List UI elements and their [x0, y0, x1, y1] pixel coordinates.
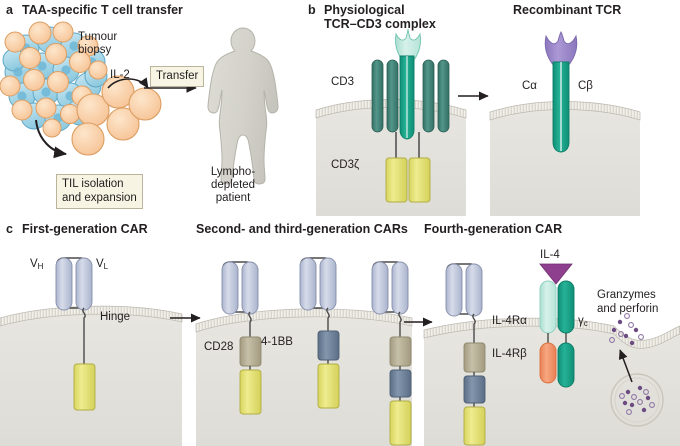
granzyme-release-arrow	[618, 349, 633, 383]
panel-c-title-second: Second- and third-generation CARs	[196, 222, 408, 236]
panel-c-title-fourth: Fourth-generation CAR	[424, 222, 563, 236]
panel-a-title: TAA-specific T cell transfer	[22, 3, 183, 17]
gamma-c-subscript: c	[583, 319, 588, 328]
vh-label: VH	[30, 258, 43, 273]
41bb-label: 4-1BB	[261, 336, 293, 348]
cd3-zeta-label: CD3ζ	[331, 159, 360, 171]
il2-arrow	[107, 77, 149, 89]
panel-c-title-first: First-generation CAR	[22, 222, 148, 236]
recombinant-tcr	[544, 30, 578, 153]
second-generation-car-41bb	[299, 257, 340, 409]
cd28-label: CD28	[204, 341, 234, 353]
il4-rbeta-label: IL-4Rβ	[492, 348, 527, 360]
first-generation-car	[55, 257, 96, 411]
second-generation-car-cd28	[221, 261, 262, 415]
hinge-label: Hinge	[100, 311, 131, 323]
il2-label: IL-2	[110, 69, 130, 81]
il4-label: IL-4	[540, 249, 560, 261]
tumour-biopsy-label: Tumour biopsy	[78, 31, 118, 56]
vl-text: V	[96, 258, 104, 270]
panel-a-letter: a	[6, 3, 13, 17]
c-beta-label: Cβ	[578, 80, 593, 92]
patient-silhouette	[207, 27, 279, 185]
granzymes-label: Granzymes and perforin	[597, 289, 659, 315]
vl-subscript: L	[103, 262, 109, 271]
panel-b-title-left: Physiological TCR–CD3 complex	[324, 3, 436, 31]
third-generation-car	[371, 261, 412, 446]
til-isolation-box-label: TIL isolation and expansion	[56, 174, 143, 209]
granzyme-vesicle	[609, 313, 664, 427]
il4-receptor-complex	[539, 263, 575, 388]
vh-text: V	[30, 258, 38, 270]
tumour-biopsy-cluster	[0, 21, 108, 138]
patient-label: Lympho- depleted patient	[210, 166, 256, 204]
biopsy-arrow	[35, 119, 67, 159]
gamma-c-text: γ	[578, 315, 584, 327]
cd3-label: CD3	[331, 76, 355, 88]
panel-b-letter: b	[308, 3, 316, 17]
gamma-c-label: γc	[578, 315, 588, 330]
il4-ralpha-label: IL-4Rα	[492, 315, 527, 327]
isolated-t-cells	[71, 75, 162, 156]
vh-subscript: H	[37, 262, 44, 271]
tcr-cd3-complex	[371, 28, 450, 203]
transfer-box-label: Transfer	[150, 66, 205, 87]
panel-c-second-cell	[195, 308, 413, 446]
vl-label: VL	[96, 258, 108, 273]
panel-b-right-cell	[489, 101, 641, 216]
fourth-generation-car	[445, 263, 486, 446]
c-alpha-label: Cα	[522, 80, 537, 92]
panel-c-letter: c	[6, 222, 13, 236]
panel-b-title-right: Recombinant TCR	[513, 3, 622, 17]
